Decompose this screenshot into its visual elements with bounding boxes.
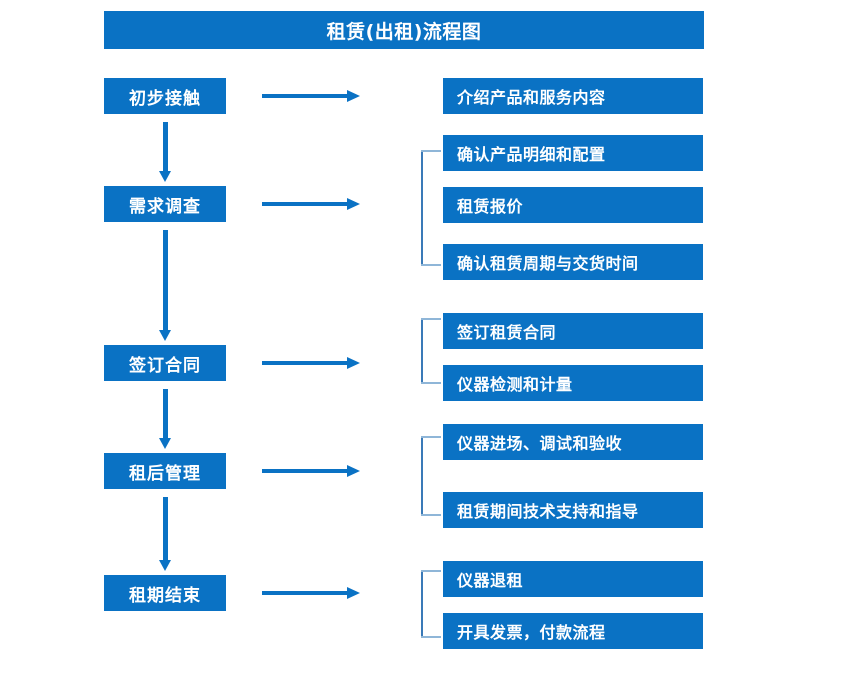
horizontal-arrow-4 bbox=[262, 464, 360, 478]
page-title: 租赁(出租)流程图 bbox=[104, 11, 704, 49]
detail-box-5[interactable]: 签订租赁合同 bbox=[443, 313, 703, 349]
group-bracket-3 bbox=[421, 436, 443, 516]
vertical-arrow-1 bbox=[158, 122, 172, 182]
group-bracket-2 bbox=[421, 318, 443, 384]
vertical-arrow-2 bbox=[158, 230, 172, 341]
stage-box-4[interactable]: 租后管理 bbox=[104, 453, 226, 489]
horizontal-arrow-3 bbox=[262, 356, 360, 370]
horizontal-arrow-1 bbox=[262, 89, 360, 103]
detail-box-9[interactable]: 仪器退租 bbox=[443, 561, 703, 597]
detail-box-6[interactable]: 仪器检测和计量 bbox=[443, 365, 703, 401]
vertical-arrow-3 bbox=[158, 389, 172, 449]
horizontal-arrow-5 bbox=[262, 586, 360, 600]
stage-box-3[interactable]: 签订合同 bbox=[104, 345, 226, 381]
detail-box-10[interactable]: 开具发票，付款流程 bbox=[443, 613, 703, 649]
detail-box-1[interactable]: 介绍产品和服务内容 bbox=[443, 78, 703, 114]
detail-box-8[interactable]: 租赁期间技术支持和指导 bbox=[443, 492, 703, 528]
vertical-arrow-4 bbox=[158, 497, 172, 571]
group-bracket-1 bbox=[421, 150, 443, 266]
stage-box-5[interactable]: 租期结束 bbox=[104, 575, 226, 611]
detail-box-2[interactable]: 确认产品明细和配置 bbox=[443, 135, 703, 171]
stage-box-2[interactable]: 需求调查 bbox=[104, 186, 226, 222]
detail-box-4[interactable]: 确认租赁周期与交货时间 bbox=[443, 244, 703, 280]
group-bracket-4 bbox=[421, 570, 443, 638]
stage-box-1[interactable]: 初步接触 bbox=[104, 78, 226, 114]
detail-box-7[interactable]: 仪器进场、调试和验收 bbox=[443, 424, 703, 460]
horizontal-arrow-2 bbox=[262, 197, 360, 211]
detail-box-3[interactable]: 租赁报价 bbox=[443, 187, 703, 223]
